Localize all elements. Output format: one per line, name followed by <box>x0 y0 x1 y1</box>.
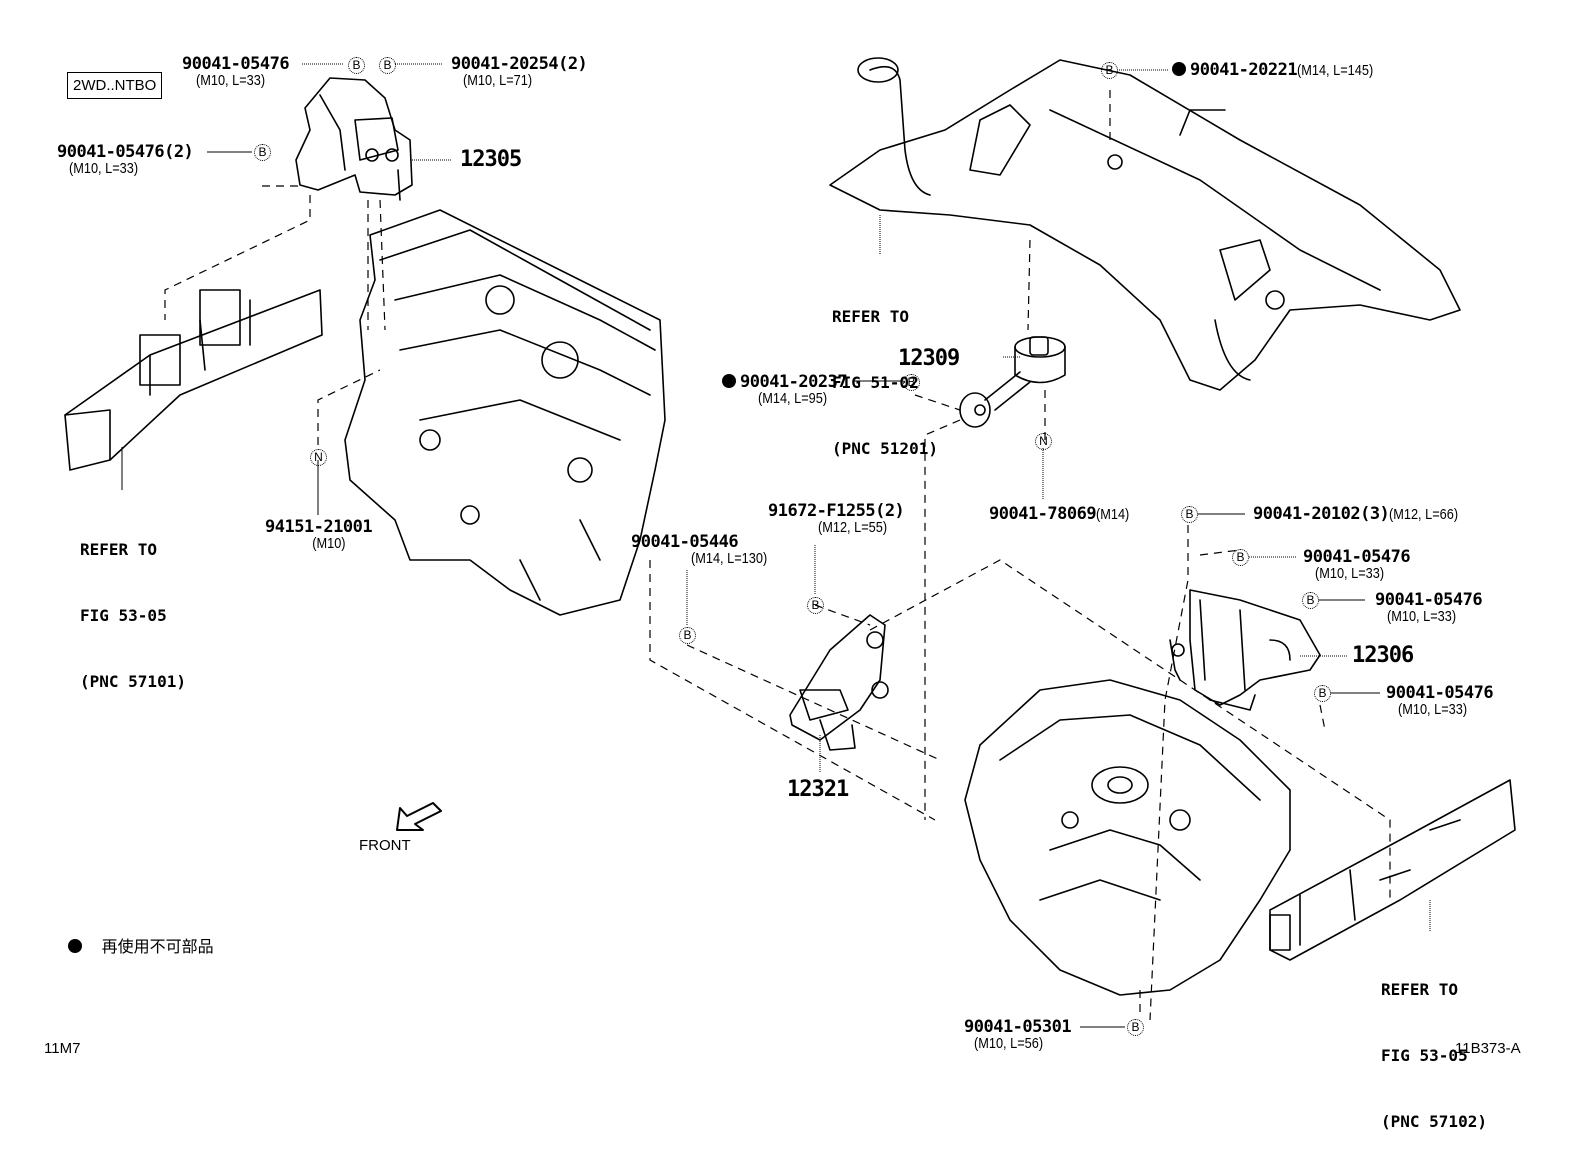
part-label[interactable]: 90041-05476(2) (M10, L=33) <box>57 142 194 177</box>
part-label[interactable]: 91672-F1255(2) (M12, L=55) <box>768 501 905 536</box>
part-label[interactable]: 94151-21001 (M10) <box>265 517 373 552</box>
reference-line: (PNC 51201) <box>832 439 938 458</box>
part-number[interactable]: 90041-20254(2) <box>451 54 588 74</box>
part-number[interactable]: 90041-05476 <box>182 54 290 74</box>
variant-box: 2WD..NTBO <box>67 72 163 99</box>
part-spec: (M12, L=55) <box>818 519 888 536</box>
part-number[interactable]: 90041-05446 <box>631 532 739 552</box>
part-spec: (M10, L=56) <box>974 1035 1044 1052</box>
part-spec: (M14, L=145) <box>1297 62 1374 79</box>
part-number[interactable]: 90041-20237 <box>740 372 848 392</box>
part-number[interactable]: 91672-F1255(2) <box>768 501 905 521</box>
part-label[interactable]: 90041-20254(2) (M10, L=71) <box>451 54 588 89</box>
reference-note: REFER TO FIG 53-05 (PNC 57101) <box>80 495 186 715</box>
bolt-symbol: B <box>379 57 396 74</box>
engine-drawing <box>344 209 666 616</box>
non-reusable-marker <box>722 374 736 388</box>
bolt-symbol: B <box>903 374 920 391</box>
part-number-12309[interactable]: 12309 <box>898 346 960 371</box>
part-number[interactable]: 90041-05476 <box>1386 683 1494 703</box>
transmission-mount-12306-drawing <box>1169 589 1321 711</box>
bolt-symbol: B <box>1181 506 1198 523</box>
part-spec: (M14) <box>1096 506 1130 523</box>
bolt-symbol: B <box>1302 592 1319 609</box>
non-reusable-legend-icon <box>68 939 82 953</box>
bolt-symbol: B <box>1101 62 1118 79</box>
bracket-12321-drawing <box>789 614 889 751</box>
non-reusable-marker <box>1172 62 1186 76</box>
reference-line: (PNC 57101) <box>80 672 186 691</box>
part-spec: (M10, L=71) <box>463 72 533 89</box>
part-label[interactable]: 90041-05476 (M10, L=33) <box>1375 590 1483 625</box>
reference-line: (PNC 57102) <box>1381 1112 1487 1131</box>
part-number[interactable]: 90041-20102(3) <box>1253 504 1390 524</box>
reference-line: REFER TO <box>1381 980 1459 999</box>
figure-code: 11B373-A <box>1455 1040 1521 1057</box>
bolt-symbol: B <box>807 597 824 614</box>
part-spec: (M10, L=33) <box>69 160 139 177</box>
bolt-symbol: B <box>348 57 365 74</box>
part-label[interactable]: 90041-78069(M14) <box>989 506 1135 523</box>
part-number[interactable]: 90041-05476 <box>1375 590 1483 610</box>
nut-symbol: N <box>310 449 327 466</box>
part-number[interactable]: 90041-78069 <box>989 504 1097 524</box>
part-number-12305[interactable]: 12305 <box>460 147 522 172</box>
reference-note: REFER TO FIG 51-02 (PNC 51201) <box>832 262 938 482</box>
part-label[interactable]: 90041-05476 (M10, L=33) <box>182 54 290 89</box>
bolt-symbol: B <box>1232 549 1249 566</box>
reference-line: FIG 53-05 <box>80 606 167 625</box>
part-number-12321[interactable]: 12321 <box>787 777 849 802</box>
part-label[interactable]: 90041-05476 (M10, L=33) <box>1386 683 1494 718</box>
part-spec: (M10, L=33) <box>196 72 266 89</box>
part-label[interactable]: 90041-20102(3)(M12, L=66) <box>1253 506 1471 523</box>
parts-illustration <box>64 57 1516 1028</box>
transmission-drawing <box>964 679 1291 996</box>
part-number[interactable]: 90041-05476 <box>1303 547 1411 567</box>
left-side-rail-drawing <box>64 289 323 471</box>
part-spec: (M14, L=95) <box>758 390 828 407</box>
part-spec: (M10) <box>312 535 346 552</box>
bolt-symbol: B <box>679 627 696 644</box>
part-spec: (M12, L=66) <box>1389 506 1459 523</box>
part-number[interactable]: 90041-20221 <box>1190 60 1298 80</box>
part-spec: (M10, L=33) <box>1387 608 1457 625</box>
part-label[interactable]: 90041-20221(M14, L=145) <box>1172 62 1387 79</box>
bolt-symbol: B <box>1127 1019 1144 1036</box>
reference-line: FIG 51-02 <box>832 373 919 392</box>
subframe-drawing <box>829 57 1461 391</box>
reference-line: FIG 53-05 <box>1381 1046 1468 1065</box>
part-label[interactable]: 90041-20237 (M14, L=95) <box>722 372 848 407</box>
part-number-12306[interactable]: 12306 <box>1352 643 1414 668</box>
part-spec: (M10, L=33) <box>1315 565 1385 582</box>
bolt-symbol: B <box>1314 685 1331 702</box>
nut-symbol: N <box>1035 433 1052 450</box>
page-code: 11M7 <box>44 1040 81 1057</box>
reference-line: REFER TO <box>80 540 158 559</box>
engine-mount-12305-drawing <box>295 77 413 201</box>
part-number[interactable]: 90041-05301 <box>964 1017 1072 1037</box>
part-label[interactable]: 90041-05301 (M10, L=56) <box>964 1017 1072 1052</box>
part-number[interactable]: 90041-05476(2) <box>57 142 194 162</box>
part-spec: (M14, L=130) <box>691 550 768 567</box>
legend-text: 再使用不可部品 <box>101 937 214 956</box>
torque-rod-12309-drawing <box>959 336 1066 428</box>
part-number[interactable]: 94151-21001 <box>265 517 373 537</box>
right-side-rail-drawing <box>1269 779 1516 961</box>
legend: 再使用不可部品 <box>68 939 214 955</box>
front-label: FRONT <box>359 837 411 854</box>
reference-line: REFER TO <box>832 307 910 326</box>
part-label[interactable]: 90041-05446 (M14, L=130) <box>631 532 781 567</box>
part-spec: (M10, L=33) <box>1398 701 1468 718</box>
front-arrow-icon <box>396 802 442 831</box>
part-label[interactable]: 90041-05476 (M10, L=33) <box>1303 547 1411 582</box>
bolt-symbol: B <box>254 144 271 161</box>
